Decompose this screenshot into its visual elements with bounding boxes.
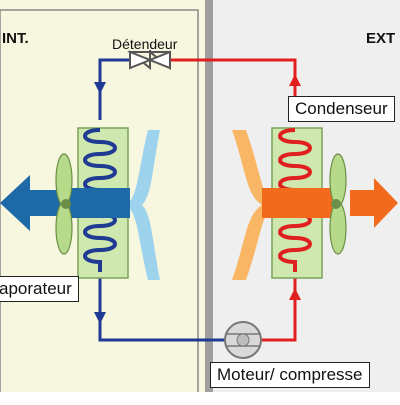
cool-air-flow: [125, 130, 160, 280]
fan-icon: [329, 153, 347, 255]
condenser-label: Condenseur: [288, 96, 395, 122]
cold-air-stream: [60, 188, 130, 218]
arrow-down-icon: [94, 82, 106, 94]
pipe-evaporator-to-compressor: [98, 270, 225, 342]
expansion-valve-label: Détendeur: [112, 36, 178, 52]
interior-zone-label: INT.: [2, 30, 29, 47]
fan-icon: [55, 153, 73, 255]
arrow-down-icon: [94, 312, 106, 324]
exterior-air-flow: [232, 130, 398, 280]
pipe-evaporator-to-valve: [98, 58, 130, 120]
compressor-icon: [224, 321, 262, 359]
compressor-label: Moteur/ compresse: [210, 362, 370, 388]
exterior-zone-label: EXT: [366, 30, 396, 47]
arrow-right-icon: [374, 178, 398, 228]
arrow-up-icon: [289, 288, 301, 300]
wall: [205, 0, 213, 400]
hot-air-stream: [262, 188, 332, 218]
evaporator-label: aporateur: [0, 276, 79, 302]
arrow-up-icon: [289, 74, 301, 86]
bottom-margin: [0, 392, 400, 400]
flow-arrow-icons: [94, 74, 301, 324]
expansion-valve-icon: [127, 49, 171, 71]
arrow-left-icon: [0, 175, 30, 231]
